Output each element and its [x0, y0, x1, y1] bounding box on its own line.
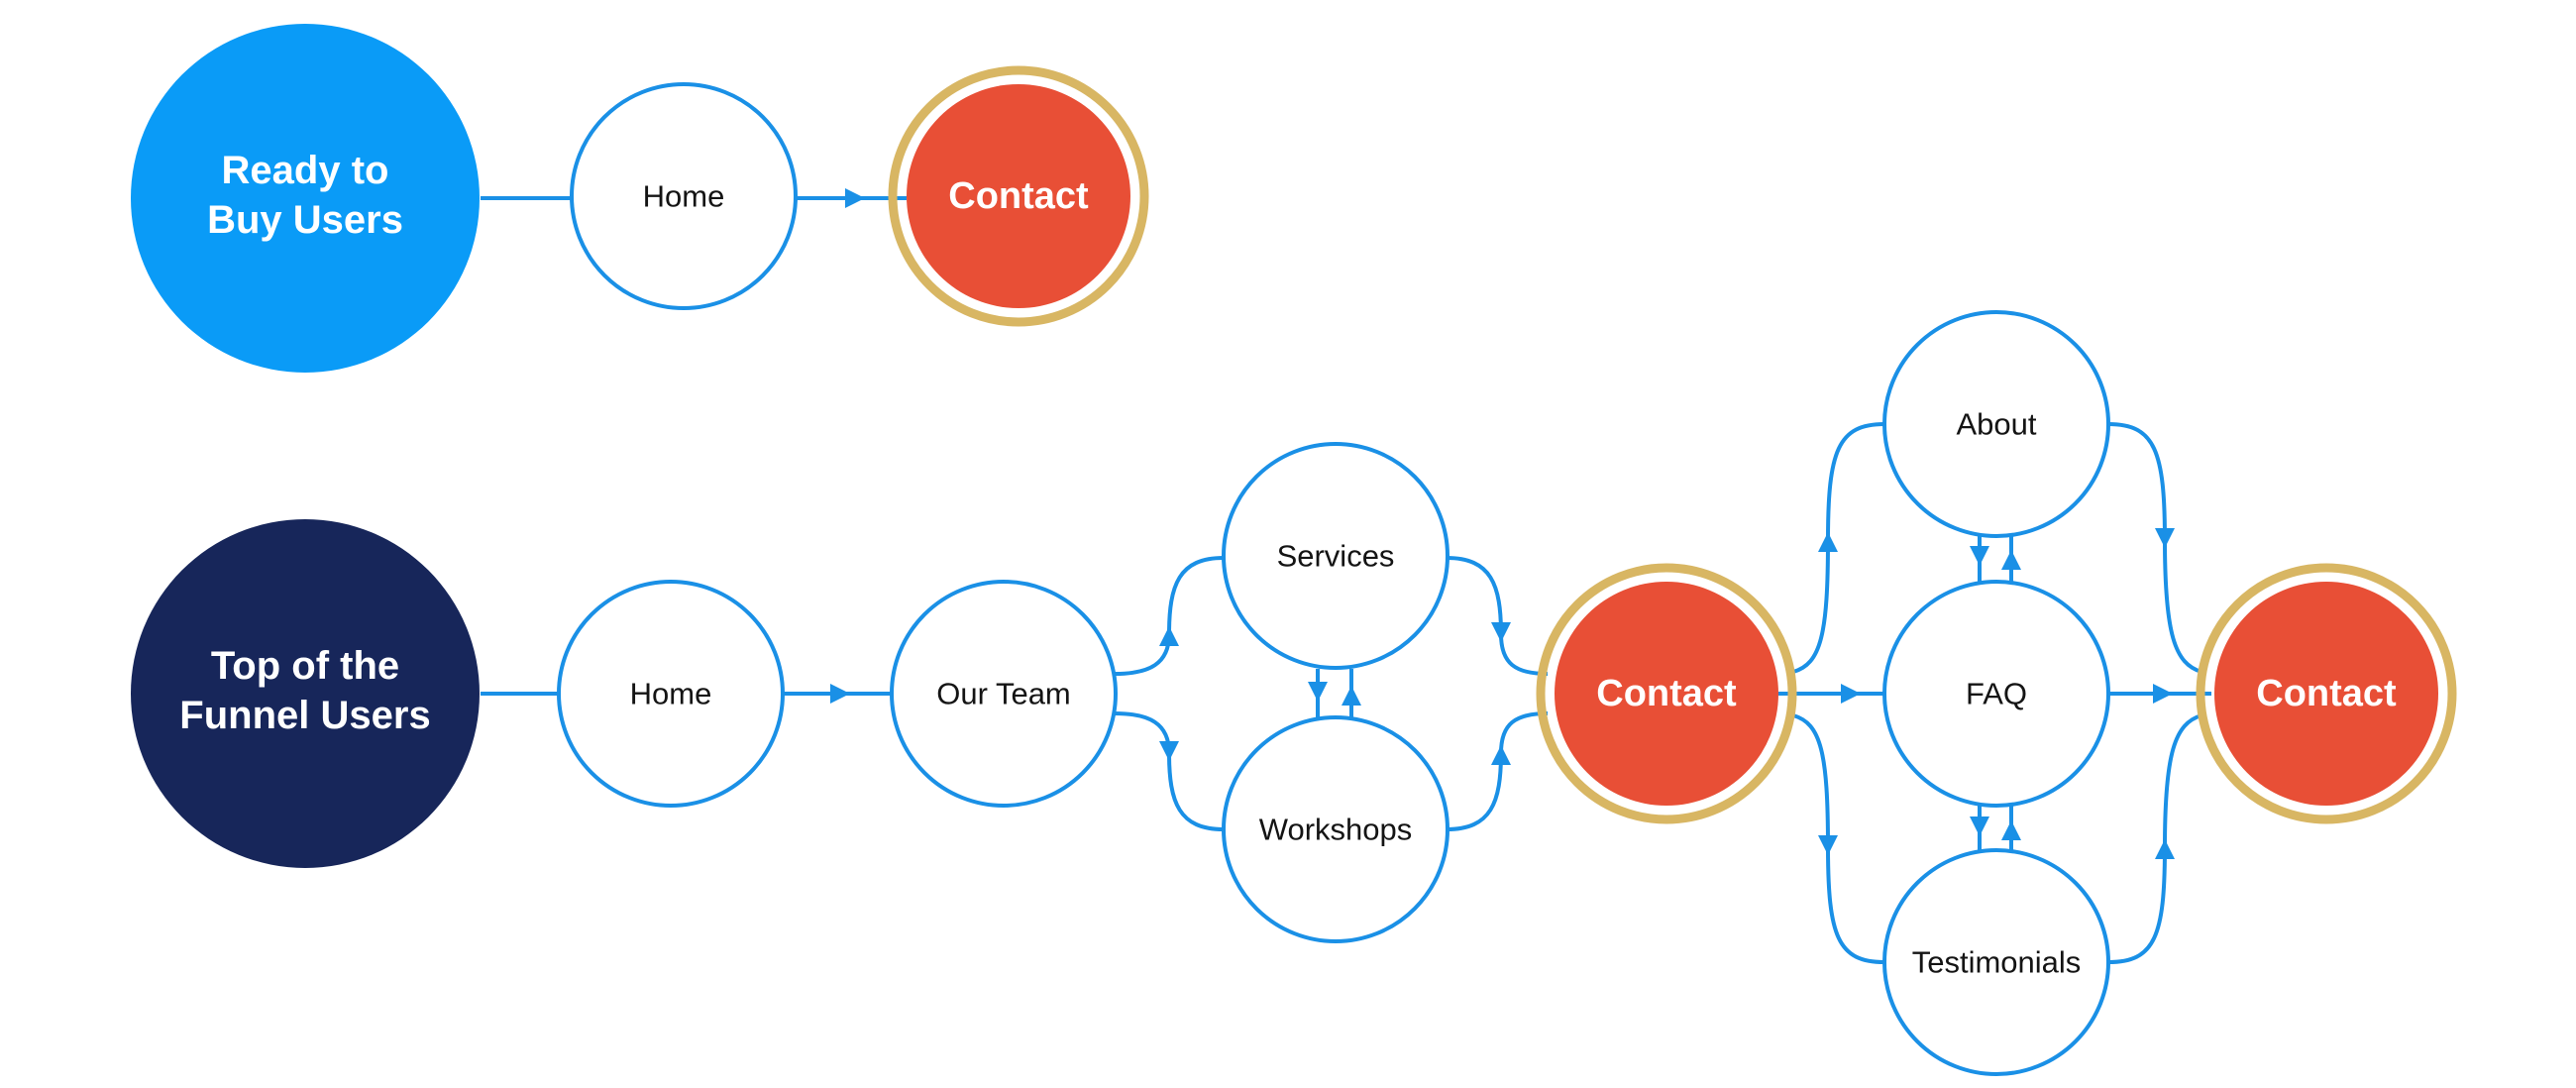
testimonials-node[interactable]: Testimonials — [1882, 848, 2110, 1076]
ready-home-node[interactable]: Home — [570, 82, 798, 310]
funnel-home-node[interactable]: Home — [557, 580, 785, 808]
edge-services-to-contact — [1446, 556, 1549, 676]
funnel-home-label: Home — [630, 677, 712, 711]
edge-contact-to-testimonials — [1792, 713, 1885, 964]
edge-our-team-to-workshops — [1114, 711, 1225, 831]
about-node[interactable]: About — [1882, 310, 2110, 538]
ready-contact-node[interactable]: Contact — [888, 65, 1149, 327]
edge-workshops-to-contact — [1446, 711, 1549, 831]
faq-node[interactable]: FAQ — [1882, 580, 2110, 808]
ready-to-buy-label-line1: Ready to — [222, 149, 389, 192]
ready-to-buy-users-circle: Ready to Buy Users — [131, 24, 480, 373]
top-of-funnel-users-circle: Top of the Funnel Users — [131, 519, 480, 868]
services-node[interactable]: Services — [1222, 442, 1449, 670]
funnel-contact-node-2[interactable]: Contact — [2196, 563, 2457, 824]
services-label: Services — [1277, 539, 1395, 574]
faq-label: FAQ — [1966, 677, 2027, 711]
about-label: About — [1956, 407, 2036, 442]
workshops-node[interactable]: Workshops — [1222, 715, 1449, 943]
edge-our-team-to-services — [1114, 556, 1225, 676]
ready-to-buy-label-line2: Buy Users — [207, 198, 403, 242]
testimonials-label: Testimonials — [1912, 945, 2082, 980]
edges — [481, 188, 2211, 964]
edge-about-to-contact — [2107, 422, 2202, 674]
funnel-contact-node-1[interactable]: Contact — [1536, 563, 1797, 824]
our-team-node[interactable]: Our Team — [890, 580, 1118, 808]
ready-home-label: Home — [643, 179, 725, 214]
workshops-label: Workshops — [1259, 813, 1413, 847]
edge-testimonials-to-contact — [2107, 713, 2202, 964]
top-of-funnel-label-line2: Funnel Users — [179, 694, 430, 737]
funnel-contact-2-label: Contact — [2256, 673, 2397, 714]
edge-contact-to-about — [1792, 422, 1885, 674]
top-of-funnel-label-line1: Top of the — [211, 644, 399, 688]
ready-contact-label: Contact — [948, 175, 1089, 217]
funnel-contact-1-label: Contact — [1596, 673, 1737, 714]
our-team-label: Our Team — [936, 677, 1071, 711]
